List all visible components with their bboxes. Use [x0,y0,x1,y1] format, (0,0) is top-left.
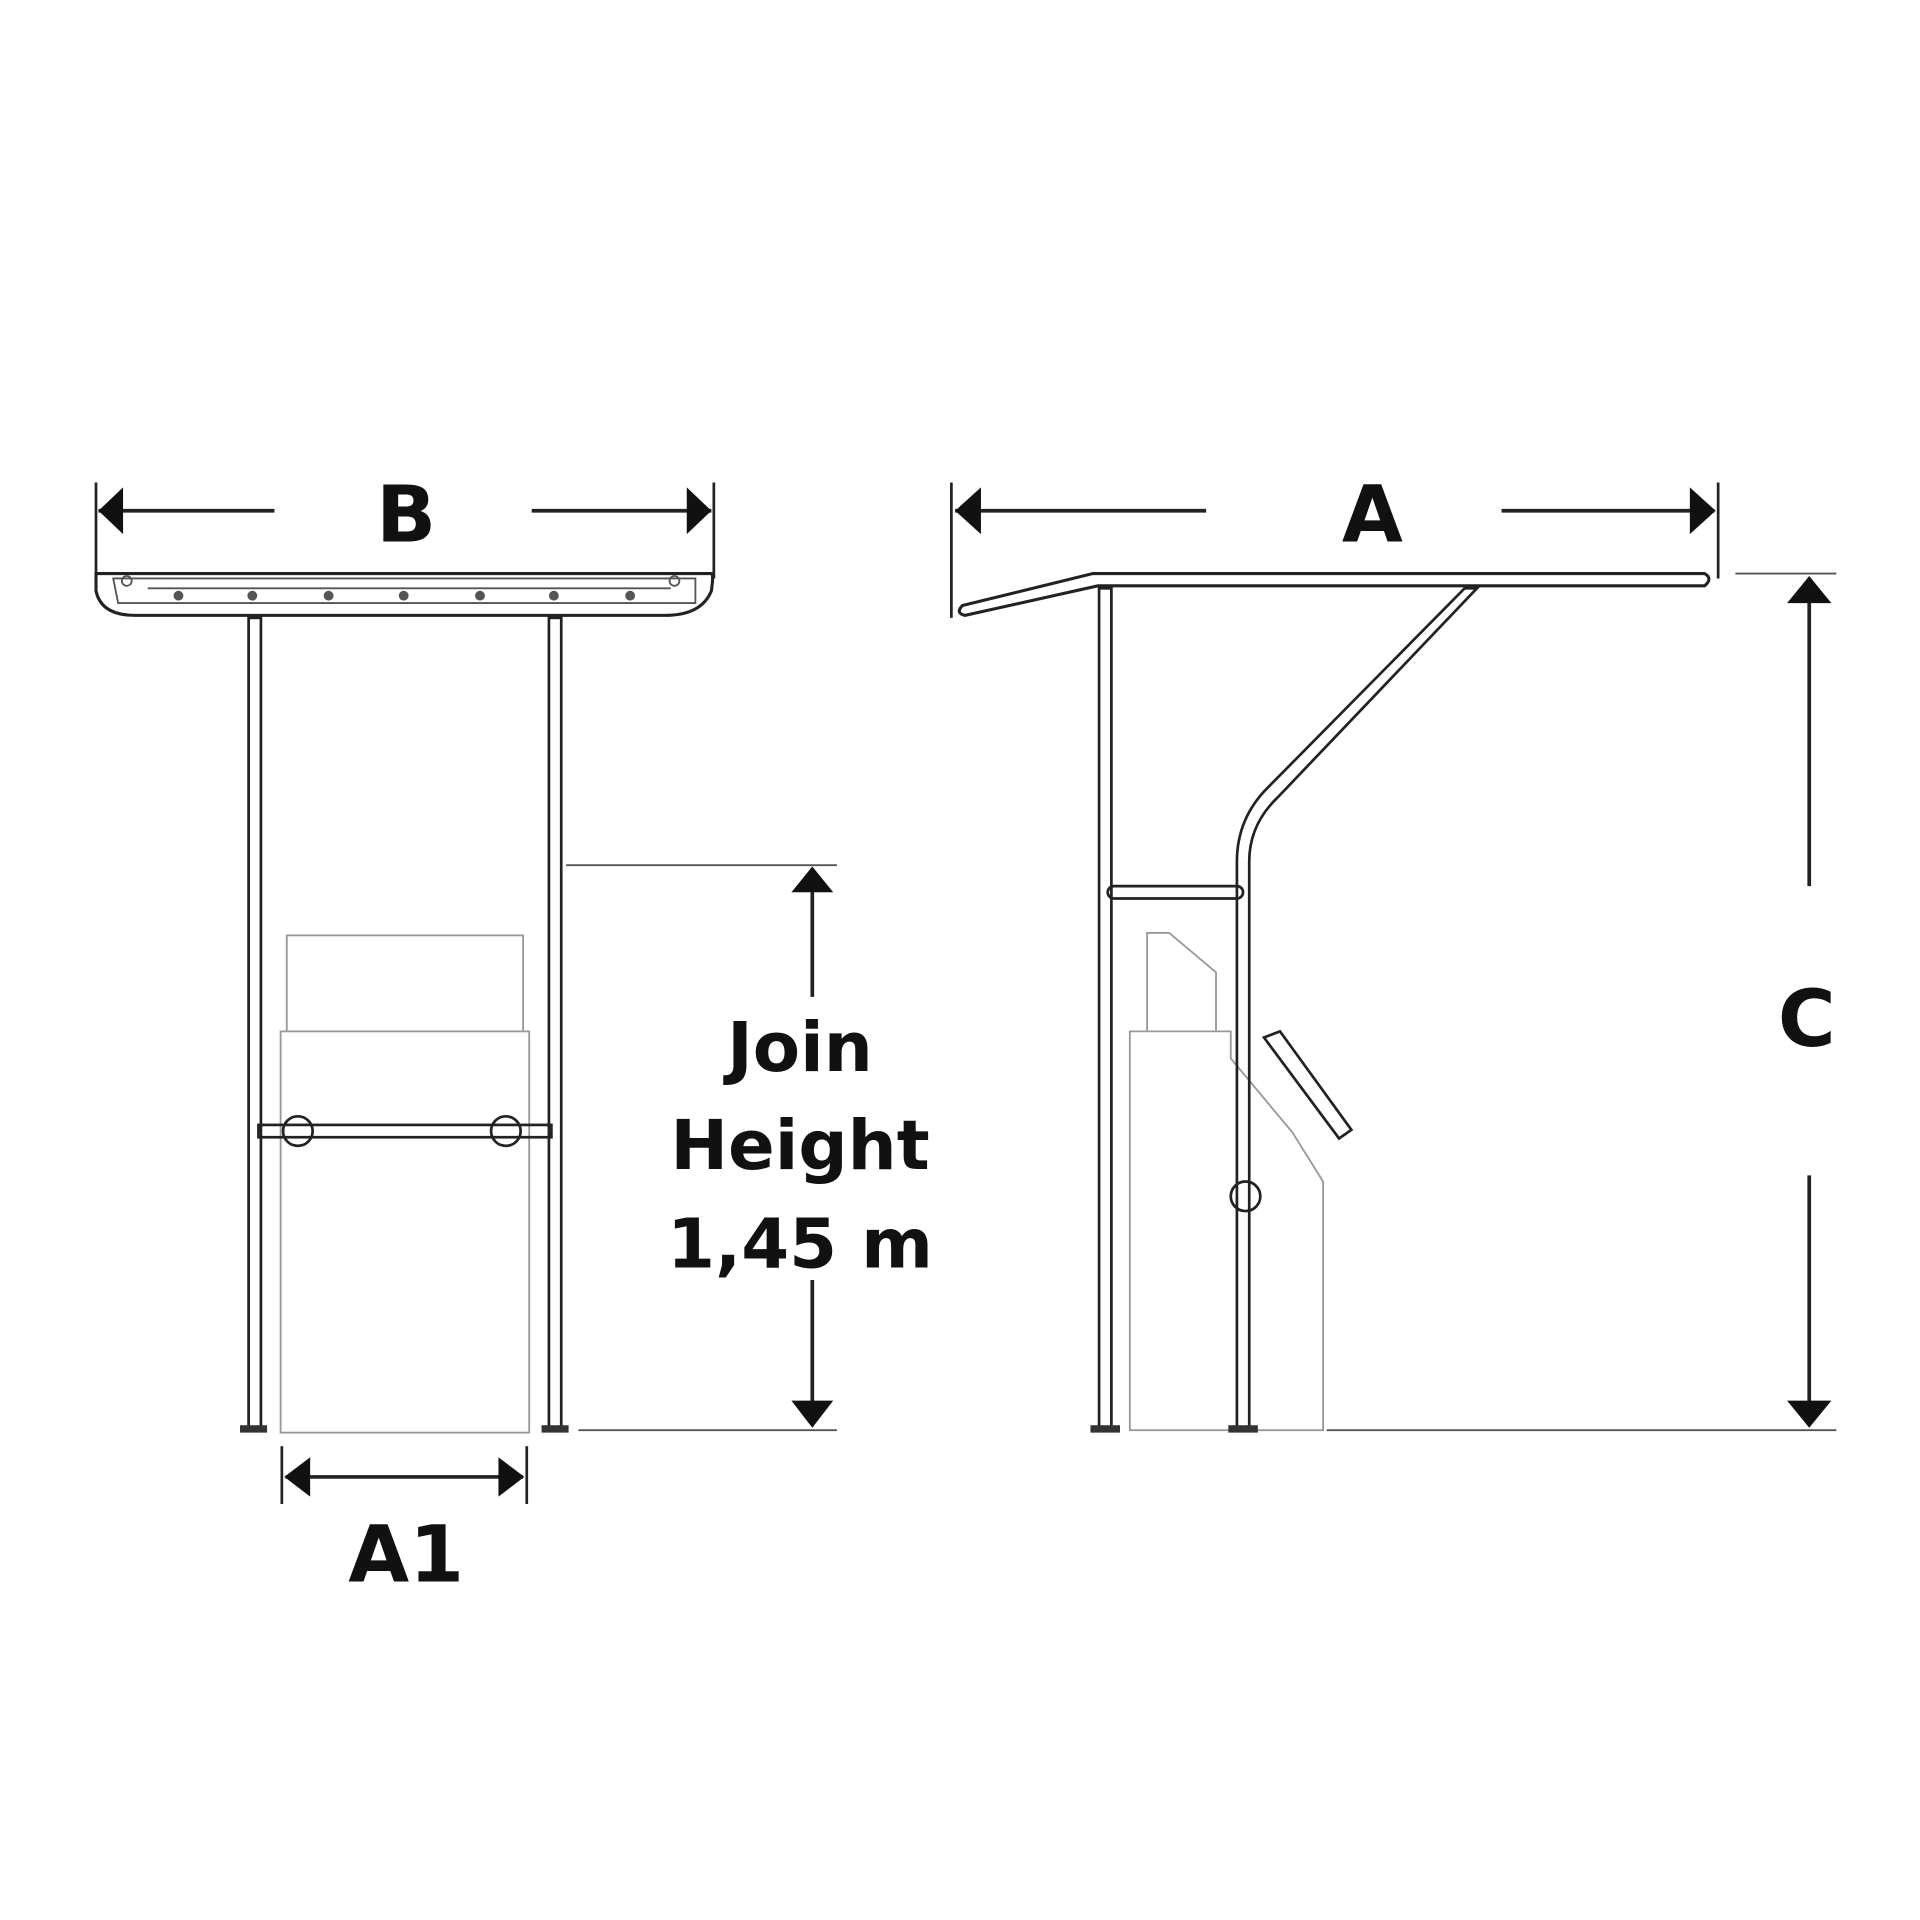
canopy-front [94,572,715,617]
console-front [279,934,531,1434]
legs-front [240,616,569,1433]
arrow-left-icon [284,1457,311,1497]
front-view: B [94,469,933,1601]
arrow-left-icon [955,487,981,535]
console-side [1128,932,1354,1432]
label-b: B [376,469,436,561]
clamp-icon [281,1114,314,1148]
dimension-join-height: Join Height 1,45 m [566,864,933,1432]
label-c: C [1778,973,1836,1065]
side-view: A C [950,469,1837,1433]
arrow-down-icon [791,1400,834,1428]
arrow-down-icon [1787,1400,1832,1428]
dimension-c: C [1326,572,1837,1432]
frame-side [1090,586,1481,1433]
dimension-a: A [950,469,1720,618]
label-a1: A1 [348,1509,464,1601]
dimension-b: B [94,469,716,579]
arrow-right-icon [686,487,712,535]
join-label-line2: Height [670,1106,929,1186]
dimension-a1: A1 [280,1446,529,1601]
arrow-left-icon [98,487,124,535]
join-label-line3: 1,45 m [667,1205,933,1285]
clamp-icon [489,1114,522,1148]
label-a: A [1342,469,1403,561]
arrow-up-icon [1787,576,1832,604]
arrow-right-icon [498,1457,525,1497]
arrow-up-icon [791,866,834,893]
clamp-icon [1229,1180,1262,1213]
steering-wheel-icon [1261,1029,1354,1141]
join-label-line1: Join [723,1008,873,1088]
canopy-side [957,572,1711,617]
arrow-right-icon [1689,487,1716,535]
